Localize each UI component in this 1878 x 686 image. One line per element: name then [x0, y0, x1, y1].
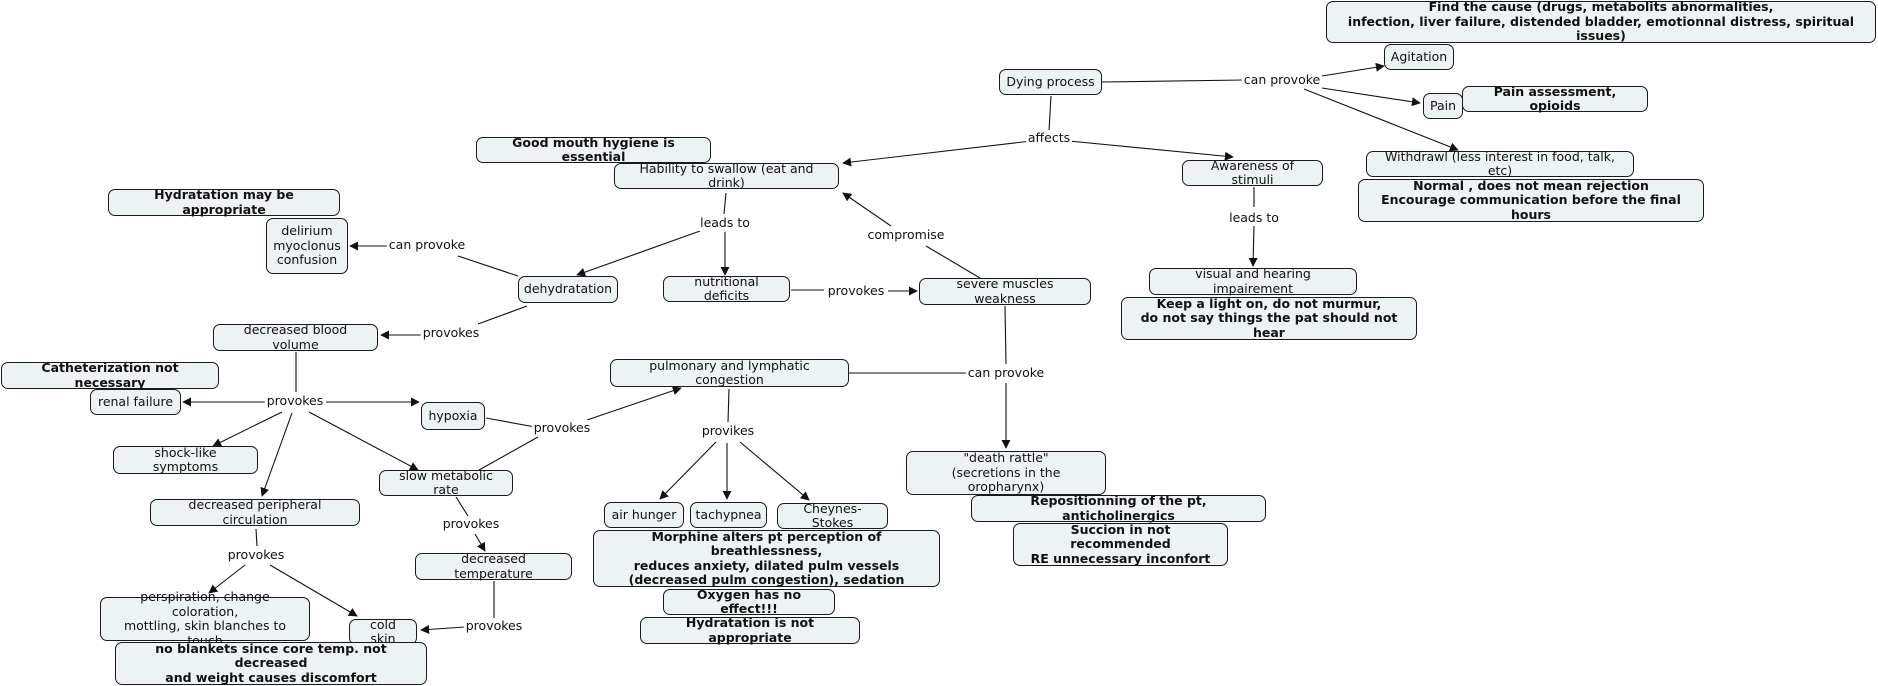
arrow-line	[659, 441, 717, 500]
arrow-line	[212, 411, 283, 447]
link-label-leads-to: leads to	[1227, 210, 1281, 226]
link-label-provokes: provokes	[531, 420, 593, 436]
link-label-leads-to: leads to	[698, 215, 752, 231]
peripheral-circulation-node: decreased peripheral circulation	[150, 497, 360, 526]
shock-symptoms-node: shock-like symptoms	[113, 445, 258, 474]
swallow-node: Hability to swallow (eat and drink)	[614, 161, 839, 190]
connector-line	[485, 417, 536, 428]
air-hunger-node: air hunger	[604, 502, 684, 528]
connector-line	[477, 305, 528, 325]
connector-line	[1048, 95, 1052, 132]
blood-volume-node: decreased blood volume	[213, 322, 378, 351]
find-cause-note: Find the cause (drugs, metabolits abnorm…	[1326, 0, 1876, 43]
hydration-may-note: Hydratation may be appropriate	[108, 187, 340, 216]
arrow-line	[308, 411, 419, 471]
arrow-line	[1248, 225, 1258, 267]
catheterization-note: Catheterization not necessary	[1, 360, 219, 389]
link-label-provokes: provokes	[825, 283, 887, 299]
cheyne-stokes-node: Cheynes-Stokes	[777, 501, 888, 530]
arrow-line	[842, 192, 892, 227]
hydration-not-note: Hydratation is not appropriate	[640, 615, 860, 644]
slow-metabolic-node: slow metabolic rate	[379, 468, 513, 497]
arrow-line	[842, 140, 1032, 167]
link-label-provokes: provokes	[463, 618, 525, 634]
link-label-provokes: provokes	[264, 393, 326, 409]
withdrawl-node: Withdrawl (less interest in food, talk, …	[1366, 149, 1634, 178]
connector-line	[1004, 305, 1007, 365]
link-label-can-provoke: can provoke	[1241, 72, 1323, 88]
arrow-line	[739, 441, 810, 501]
arrow-line	[474, 533, 486, 552]
pain-node: Pain	[1423, 93, 1463, 119]
arrow-line	[269, 564, 358, 617]
arrow-line	[1068, 140, 1234, 161]
death-rattle-node: "death rattle" (secretions in the oropha…	[906, 451, 1106, 495]
connector-line	[925, 245, 981, 279]
muscle-weakness-node: severe muscles weakness	[919, 276, 1091, 305]
perspiration-node: perspiration, change coloration, mottlin…	[100, 589, 310, 647]
withdrawl-note: Normal , does not mean rejection Encoura…	[1358, 178, 1704, 222]
visual-hearing-note: Keep a light on, do not murmur, do not s…	[1121, 296, 1417, 340]
link-label-provokes: provokes	[225, 547, 287, 563]
tachypnea-node: tachypnea	[690, 502, 767, 528]
dehydration-node: dehydratation	[518, 276, 618, 303]
link-label-can-provoke: can provoke	[386, 237, 468, 253]
connector-line	[727, 388, 730, 423]
arrow-line	[420, 624, 466, 634]
visual-hearing-node: visual and hearing impairement	[1149, 266, 1357, 295]
arrow-line	[208, 564, 246, 594]
connector-line	[457, 255, 519, 277]
morphine-note: Morphine alters pt perception of breathl…	[593, 529, 940, 587]
blankets-note: no blankets since core temp. not decreas…	[115, 641, 427, 685]
dying-process-node: Dying process	[999, 69, 1102, 95]
link-label-provikes: provikes	[699, 423, 757, 439]
hypoxia-node: hypoxia	[421, 402, 485, 430]
pain-note: Pain assessment, opioids	[1462, 84, 1648, 113]
arrow-line	[1321, 62, 1385, 77]
link-label-affects: affects	[1025, 130, 1073, 146]
connector-line	[455, 496, 469, 517]
arrow-line	[260, 412, 293, 497]
connector-line	[723, 192, 727, 215]
oxygen-note: Oxygen has no effect!!!	[663, 587, 835, 616]
link-label-compromise: compromise	[865, 227, 947, 243]
connector-line	[255, 528, 258, 547]
awareness-node: Awareness of stimuli	[1182, 158, 1323, 187]
nutritional-deficits-node: nutritional deficits	[663, 274, 790, 303]
mouth-hygiene-note: Good mouth hygiene is essential	[476, 135, 711, 164]
pulmonary-congestion-node: pulmonary and lymphatic congestion	[610, 358, 849, 387]
connector-line	[478, 436, 539, 471]
succion-note: Succion in not recommended RE unnecessar…	[1013, 522, 1228, 566]
renal-failure-node: renal failure	[90, 389, 181, 415]
decreased-temperature-node: decreased temperature	[415, 551, 572, 580]
repositioning-note: Repositionning of the pt, anticholinergi…	[971, 493, 1266, 522]
agitation-node: Agitation	[1384, 44, 1454, 70]
link-label-can-provoke: can provoke	[965, 365, 1047, 381]
connector-line	[1101, 79, 1244, 83]
arrow-line	[586, 386, 682, 421]
delirium-node: delirium myoclonus confusion	[266, 218, 348, 274]
arrow-line	[1303, 88, 1459, 152]
link-label-provokes: provokes	[420, 325, 482, 341]
arrow-line	[1321, 87, 1421, 107]
arrow-line	[576, 230, 701, 277]
link-label-provokes: provokes	[440, 516, 502, 532]
